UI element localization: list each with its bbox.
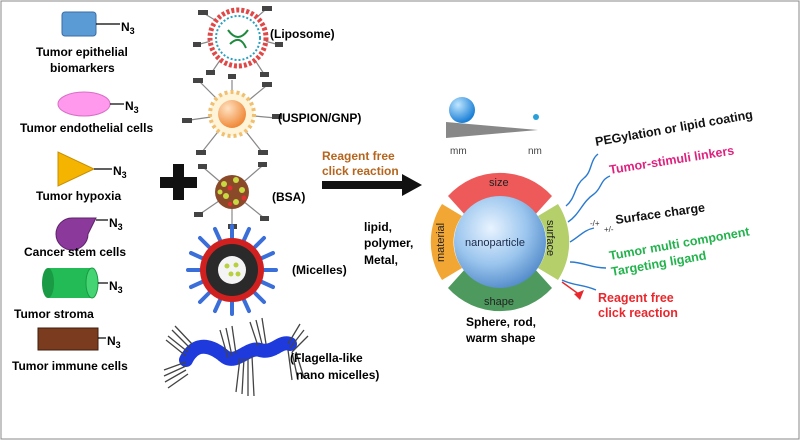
liposome-icon [193,6,283,77]
large-particle-icon [449,97,475,123]
immune-cell-shape [37,327,99,351]
bsa-icon [194,162,269,229]
stroma-label: Tumor stroma [14,307,94,321]
feature-reagent-free: Reagent free [598,291,674,305]
flagella-icon [163,317,309,397]
scale-wedge: mm nm [446,97,542,157]
stem-cell-shape [55,217,97,251]
svg-text:N3: N3 [107,334,121,350]
reaction-arrow-icon [322,174,422,196]
uspion-icon [182,74,282,155]
svg-text:N3: N3 [109,279,123,295]
liposome-label: (Liposome) [270,27,335,41]
target-hypoxia: N3 Tumor hypoxia [36,151,127,203]
feature-surface-charge: Surface charge [614,201,705,227]
feature-stimuli-linkers: Tumor-stimuli linkers [608,143,735,177]
surface-label: surface [544,220,556,256]
target-stem-cells: N3 Cancer stem cells [24,216,126,259]
hypoxia-triangle-shape [57,151,96,187]
svg-text:N3: N3 [121,20,135,36]
plus-icon [160,164,197,200]
material-lipid: lipid, [364,220,392,234]
svg-text:N3: N3 [113,164,127,180]
feature-click-reaction: click reaction [598,306,678,320]
shape-label: shape [484,296,514,308]
bsa-label: (BSA) [272,190,305,204]
reaction-label-1: Reagent free [322,149,395,163]
target-epithelial: N3 Tumor epithelial biomarkers [36,11,135,75]
scale-mm: mm [450,146,467,157]
surface-tethers [561,153,611,291]
material-segment [430,204,462,280]
small-particle-icon [533,114,539,120]
material-metal: Metal, [364,253,398,267]
surface-segment [538,204,570,280]
epithelial-rectangle-shape [61,11,97,37]
flagella-label-2: nano micelles) [296,368,379,382]
immune-cells-label: Tumor immune cells [12,359,128,373]
flagella-label: (Flagella-like [290,351,363,365]
shape-caption-2: warm shape [465,331,536,345]
charge-pos: +/- [604,225,614,234]
material-label: material [435,223,447,262]
micelles-icon [186,224,278,316]
reaction-label-2: click reaction [322,164,399,178]
target-endothelial: N3 Tumor endothelial cells [20,91,153,135]
stem-cells-label: Cancer stem cells [24,245,126,259]
size-label: size [489,177,509,189]
svg-text:N3: N3 [109,216,123,232]
nanoparticle-ring [430,172,570,312]
target-immune-cells: N3 Tumor immune cells [12,327,128,373]
hypoxia-label: Tumor hypoxia [36,189,121,203]
stroma-cylinder-shape [48,268,92,298]
micelles-label: (Micelles) [292,263,347,277]
nanoparticle-core [454,196,546,288]
epithelial-label-2: biomarkers [50,61,115,75]
svg-text:N3: N3 [125,99,139,115]
charge-neg: -/+ [590,219,600,228]
endothelial-ellipse-shape [57,91,111,117]
endothelial-label: Tumor endothelial cells [20,121,153,135]
scale-nm: nm [528,146,542,157]
material-polymer: polymer, [364,236,413,250]
shape-caption-1: Sphere, rod, [466,315,536,329]
epithelial-label: Tumor epithelial [36,45,128,59]
target-stroma: N3 Tumor stroma [14,267,123,321]
uspion-label: (USPION/GNP) [278,111,361,125]
feature-pegylation: PEGylation or lipid coating [594,107,754,149]
nanoparticle-label: nanoparticle [465,237,525,249]
